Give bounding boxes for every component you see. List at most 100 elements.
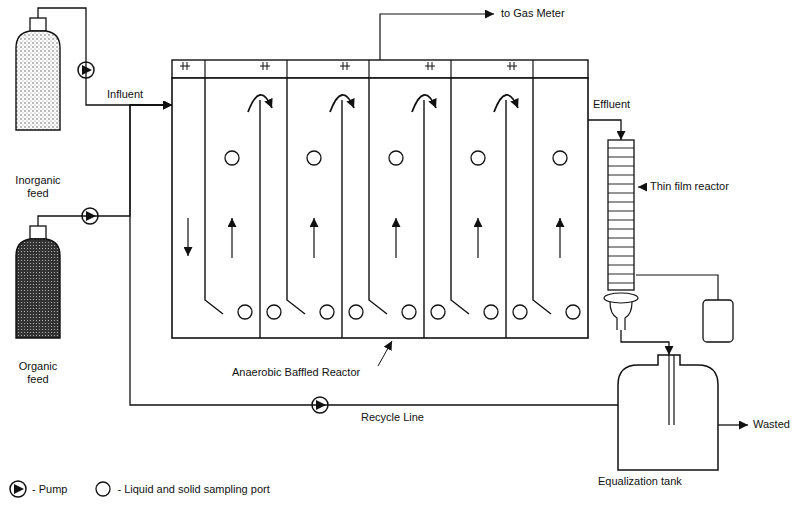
flow-arrow	[395, 218, 396, 258]
sample-tube	[636, 275, 718, 300]
film-plate	[608, 148, 634, 149]
equipment-node: Thin film reactor	[606, 140, 636, 330]
gas-valve-mark	[340, 62, 350, 70]
equipment-drawing	[172, 78, 588, 338]
flow-line	[621, 330, 669, 355]
legend-sample	[8, 479, 28, 499]
flow-arrow	[248, 95, 272, 112]
film-plate	[608, 175, 634, 176]
sampling-port	[513, 305, 527, 319]
legend: - Pump - Liquid and solid sampling port	[8, 479, 270, 499]
flow-arrow	[477, 218, 478, 258]
sampling-port	[402, 305, 416, 319]
flow-arrow	[187, 218, 188, 256]
illustration	[78, 14, 748, 425]
film-funnel	[610, 302, 632, 330]
bottle-cap	[30, 18, 46, 31]
sampling-port	[553, 151, 567, 165]
flow-arrow	[231, 218, 232, 258]
gas-cap-row	[172, 60, 588, 78]
film-plate	[608, 184, 634, 185]
equipment-node: Organic feed	[8, 226, 68, 386]
hanging-baffle	[451, 78, 469, 314]
film-plate	[608, 211, 634, 212]
legend-item: - Pump	[8, 479, 67, 499]
tank-tube	[673, 355, 674, 425]
note-label: Wasted	[752, 418, 791, 431]
standing-baffle	[259, 100, 260, 338]
gas-cap-divider	[532, 60, 533, 78]
sampling-port	[225, 151, 239, 165]
gas-cap-divider	[368, 60, 369, 78]
film-collar	[604, 293, 638, 303]
flow-arrow	[494, 95, 518, 112]
standing-baffle	[341, 100, 342, 338]
sampling-port	[307, 151, 321, 165]
equipment-node: Equalization tank	[618, 355, 718, 470]
leader-line	[638, 187, 647, 188]
equipment-node: Anaerobic Baffled Reactor	[172, 78, 588, 338]
film-plate	[608, 157, 634, 158]
hanging-baffle	[205, 78, 223, 314]
legend-item: - Liquid and solid sampling port	[93, 479, 269, 499]
flow-arrow	[330, 95, 354, 112]
film-plate	[608, 238, 634, 239]
flow-arrow	[313, 218, 314, 258]
equipment-label: Anaerobic Baffled Reactor	[232, 366, 360, 379]
waste-line	[718, 424, 748, 425]
sampling-port	[320, 305, 334, 319]
sampling-port	[267, 305, 281, 319]
film-plate	[608, 229, 634, 230]
sample-bottle	[703, 300, 733, 342]
equipment-label: Inorganic feed	[8, 174, 68, 200]
line-label: Influent	[106, 88, 144, 101]
film-plate	[608, 247, 634, 248]
note-label: to Gas Meter	[500, 7, 566, 20]
hanging-baffle	[369, 78, 387, 314]
flow-arrow	[412, 95, 436, 112]
pump-symbol	[10, 481, 26, 497]
leader-line	[378, 341, 392, 366]
equipment-drawing	[8, 18, 68, 200]
feed-bottle	[16, 31, 60, 130]
tank-body	[618, 355, 718, 470]
pump-symbol	[82, 65, 92, 75]
line-label: Effluent	[592, 98, 631, 111]
gas-valve-mark	[180, 62, 190, 70]
sampling-port	[389, 151, 403, 165]
gas-valve-mark	[260, 62, 270, 70]
sampling-port	[566, 305, 580, 319]
film-plate	[608, 202, 634, 203]
legend-text: - Pump	[32, 483, 67, 496]
sampling-port	[349, 305, 363, 319]
standing-baffle	[423, 100, 424, 338]
film-plate	[608, 283, 634, 284]
gas-cap-divider	[286, 60, 287, 78]
film-plate	[608, 193, 634, 194]
hanging-baffle	[287, 78, 305, 314]
gas-line	[380, 14, 494, 60]
gas-cap-divider	[204, 60, 205, 78]
equipment-drawing	[618, 355, 718, 470]
film-plate	[608, 256, 634, 257]
reactor-body	[172, 78, 588, 338]
gas-valve-mark	[507, 62, 517, 70]
pump-symbol	[14, 484, 24, 494]
connectors	[38, 8, 669, 405]
film-plate	[608, 166, 634, 167]
gas-cap-divider	[450, 60, 451, 78]
sampling-port	[431, 305, 445, 319]
bottle-cap	[30, 226, 46, 239]
line-label: Recycle Line	[360, 411, 425, 424]
sampling-port	[484, 305, 498, 319]
equipment-label: Organic feed	[8, 360, 68, 386]
legend-text: - Liquid and solid sampling port	[117, 483, 269, 496]
film-column	[608, 140, 634, 290]
legend-sample	[93, 479, 113, 499]
equipment-drawing	[606, 140, 636, 330]
flow-arrow	[559, 218, 560, 258]
film-plate	[608, 274, 634, 275]
equipment-label: Thin film reactor	[650, 180, 729, 193]
